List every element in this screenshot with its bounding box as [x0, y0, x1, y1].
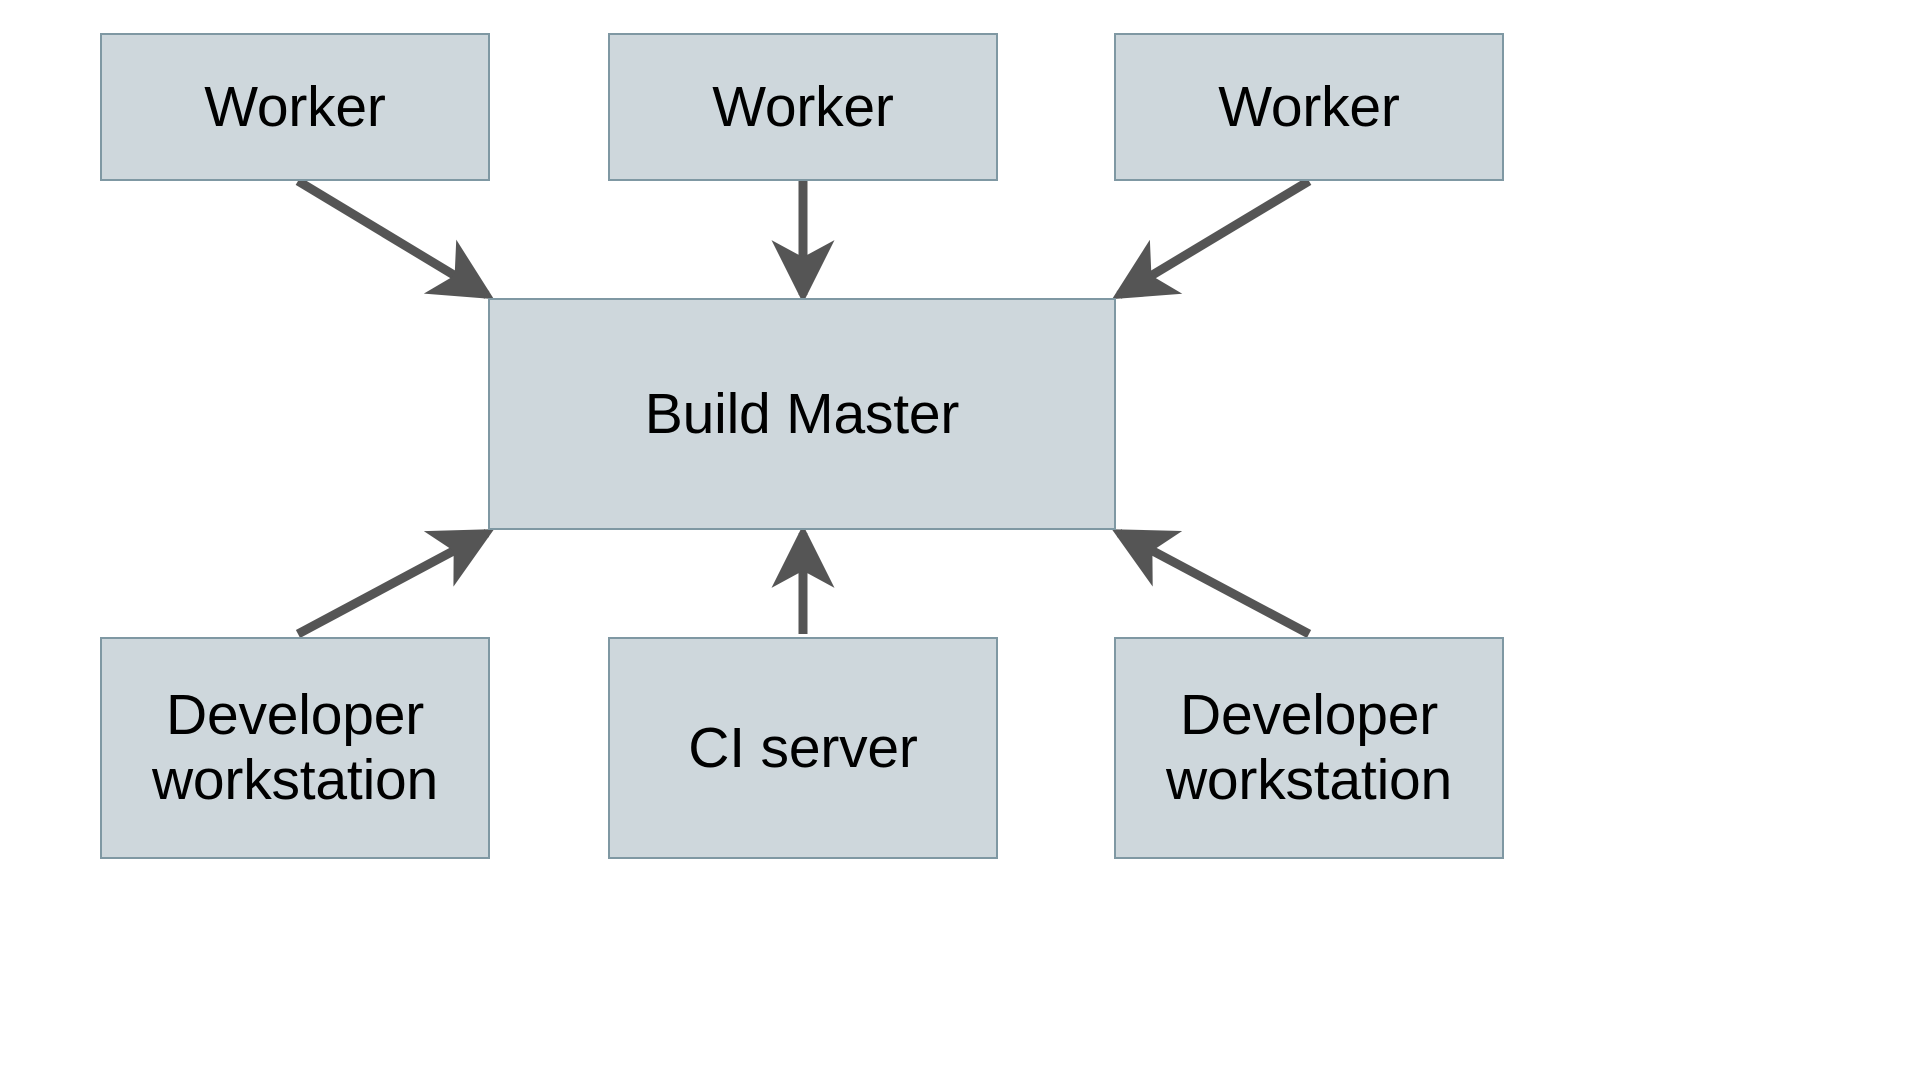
node-developer-workstation-left-label: Developer workstation: [151, 683, 439, 812]
node-ci-server[interactable]: CI server: [608, 637, 998, 859]
node-ci-server-label: CI server: [688, 715, 918, 780]
node-build-master-label: Build Master: [644, 381, 960, 446]
node-developer-workstation-right-label: Developer workstation: [1165, 683, 1453, 812]
edge-worker1-to-master: [295, 177, 494, 300]
node-worker-1[interactable]: Worker: [100, 33, 490, 181]
edge-devright-to-master: [1111, 529, 1312, 638]
edge-devleft-to-master: [295, 529, 495, 638]
node-developer-workstation-left[interactable]: Developer workstation: [100, 637, 490, 859]
node-build-master[interactable]: Build Master: [488, 298, 1116, 530]
edge-worker3-to-master: [1112, 177, 1312, 300]
node-developer-workstation-right[interactable]: Developer workstation: [1114, 637, 1504, 859]
node-worker-3-label: Worker: [1218, 74, 1400, 139]
node-worker-2-label: Worker: [712, 74, 894, 139]
node-worker-2[interactable]: Worker: [608, 33, 998, 181]
node-worker-1-label: Worker: [204, 74, 386, 139]
node-worker-3[interactable]: Worker: [1114, 33, 1504, 181]
